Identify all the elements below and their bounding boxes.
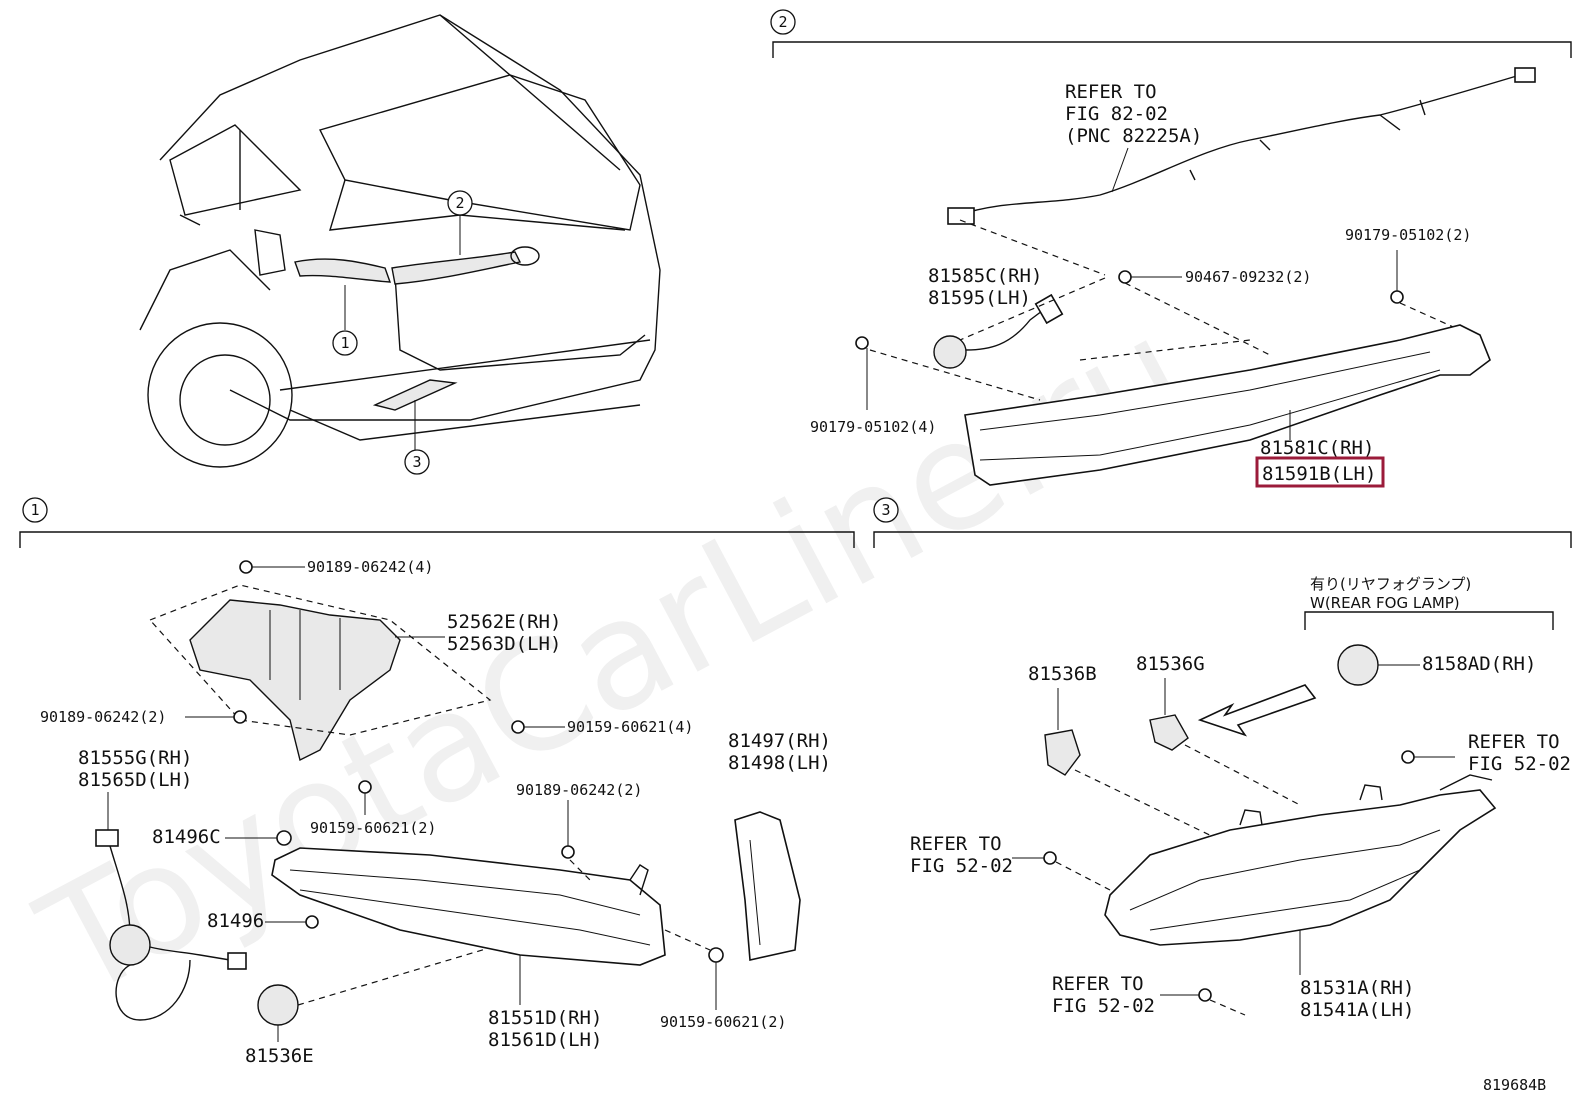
section-1-number: 1 (30, 501, 39, 519)
refer-fig82-line3: (PNC 82225A) (1065, 125, 1202, 147)
refer-fig82-line2: FIG 82-02 (1065, 103, 1168, 125)
label-81555g: 81555G(RH) (78, 747, 192, 769)
label-fog: W(REAR FOG LAMP) (1310, 594, 1460, 612)
section-1: 1 90189-06242(4) 52562E(RH) 52563D(LH) 9… (19, 497, 855, 1067)
label-90467: 90467-09232(2) (1185, 268, 1311, 286)
section-3-number: 3 (881, 501, 890, 519)
label-8158ad: 8158AD(RH) (1422, 653, 1536, 675)
section-2-number: 2 (778, 13, 787, 31)
refer52-b-line1: REFER TO (910, 833, 1002, 855)
label-90189-4: 90189-06242(4) (307, 558, 433, 576)
label-81496c: 81496C (152, 826, 221, 848)
refer52-a-line1: REFER TO (1468, 731, 1560, 753)
label-90159-2b: 90159-60621(2) (660, 1013, 786, 1031)
label-81585c: 81585C(RH) (928, 265, 1042, 287)
label-81561d: 81561D(LH) (488, 1029, 602, 1051)
label-81565d: 81565D(LH) (78, 769, 192, 791)
label-jp-fog: 有り(リヤフォグランプ) (1310, 575, 1471, 593)
section-2: 2 REFER TO FIG 82-02 (PNC 82225A) 81585C… (770, 9, 1572, 488)
label-81551d: 81551D(RH) (488, 1007, 602, 1029)
section-3: 3 有り(リヤフォグランプ) W(REAR FOG LAMP) 8158AD(R… (873, 497, 1572, 1021)
label-52562e: 52562E(RH) (447, 611, 561, 633)
label-90189-2b: 90189-06242(2) (516, 781, 642, 799)
callout-1: 1 (340, 334, 349, 352)
highlight-box (1255, 456, 1385, 488)
label-90159-4: 90159-60621(4) (567, 718, 693, 736)
label-90189-2a: 90189-06242(2) (40, 708, 166, 726)
label-81591b[interactable]: 81591B(LH) (1262, 463, 1376, 485)
label-81497: 81497(RH) (728, 730, 831, 752)
refer-fig82-line1: REFER TO (1065, 81, 1157, 103)
diagram-id: 819684B (1483, 1076, 1546, 1094)
refer52-c-line2: FIG 52-02 (1052, 995, 1155, 1017)
label-81498: 81498(LH) (728, 752, 831, 774)
refer52-c-line1: REFER TO (1052, 973, 1144, 995)
label-90159-2a: 90159-60621(2) (310, 819, 436, 837)
label-81595: 81595(LH) (928, 287, 1031, 309)
refer52-a-line2: FIG 52-02 (1468, 753, 1571, 775)
label-81541a: 81541A(LH) (1300, 999, 1414, 1021)
label-52563d: 52563D(LH) (447, 633, 561, 655)
label-81536b: 81536B (1028, 663, 1097, 685)
callout-3: 3 (412, 453, 421, 471)
label-81536g: 81536G (1136, 653, 1205, 675)
label-90179-2: 90179-05102(2) (1345, 226, 1471, 244)
label-81581c: 81581C(RH) (1260, 437, 1374, 459)
label-81531a: 81531A(RH) (1300, 977, 1414, 999)
refer52-b-line2: FIG 52-02 (910, 855, 1013, 877)
car-illustration: 1 2 3 (139, 14, 661, 475)
label-81496: 81496 (207, 910, 264, 932)
label-90179-4: 90179-05102(4) (810, 418, 936, 436)
callout-2: 2 (455, 194, 464, 212)
label-81536e: 81536E (245, 1045, 314, 1067)
